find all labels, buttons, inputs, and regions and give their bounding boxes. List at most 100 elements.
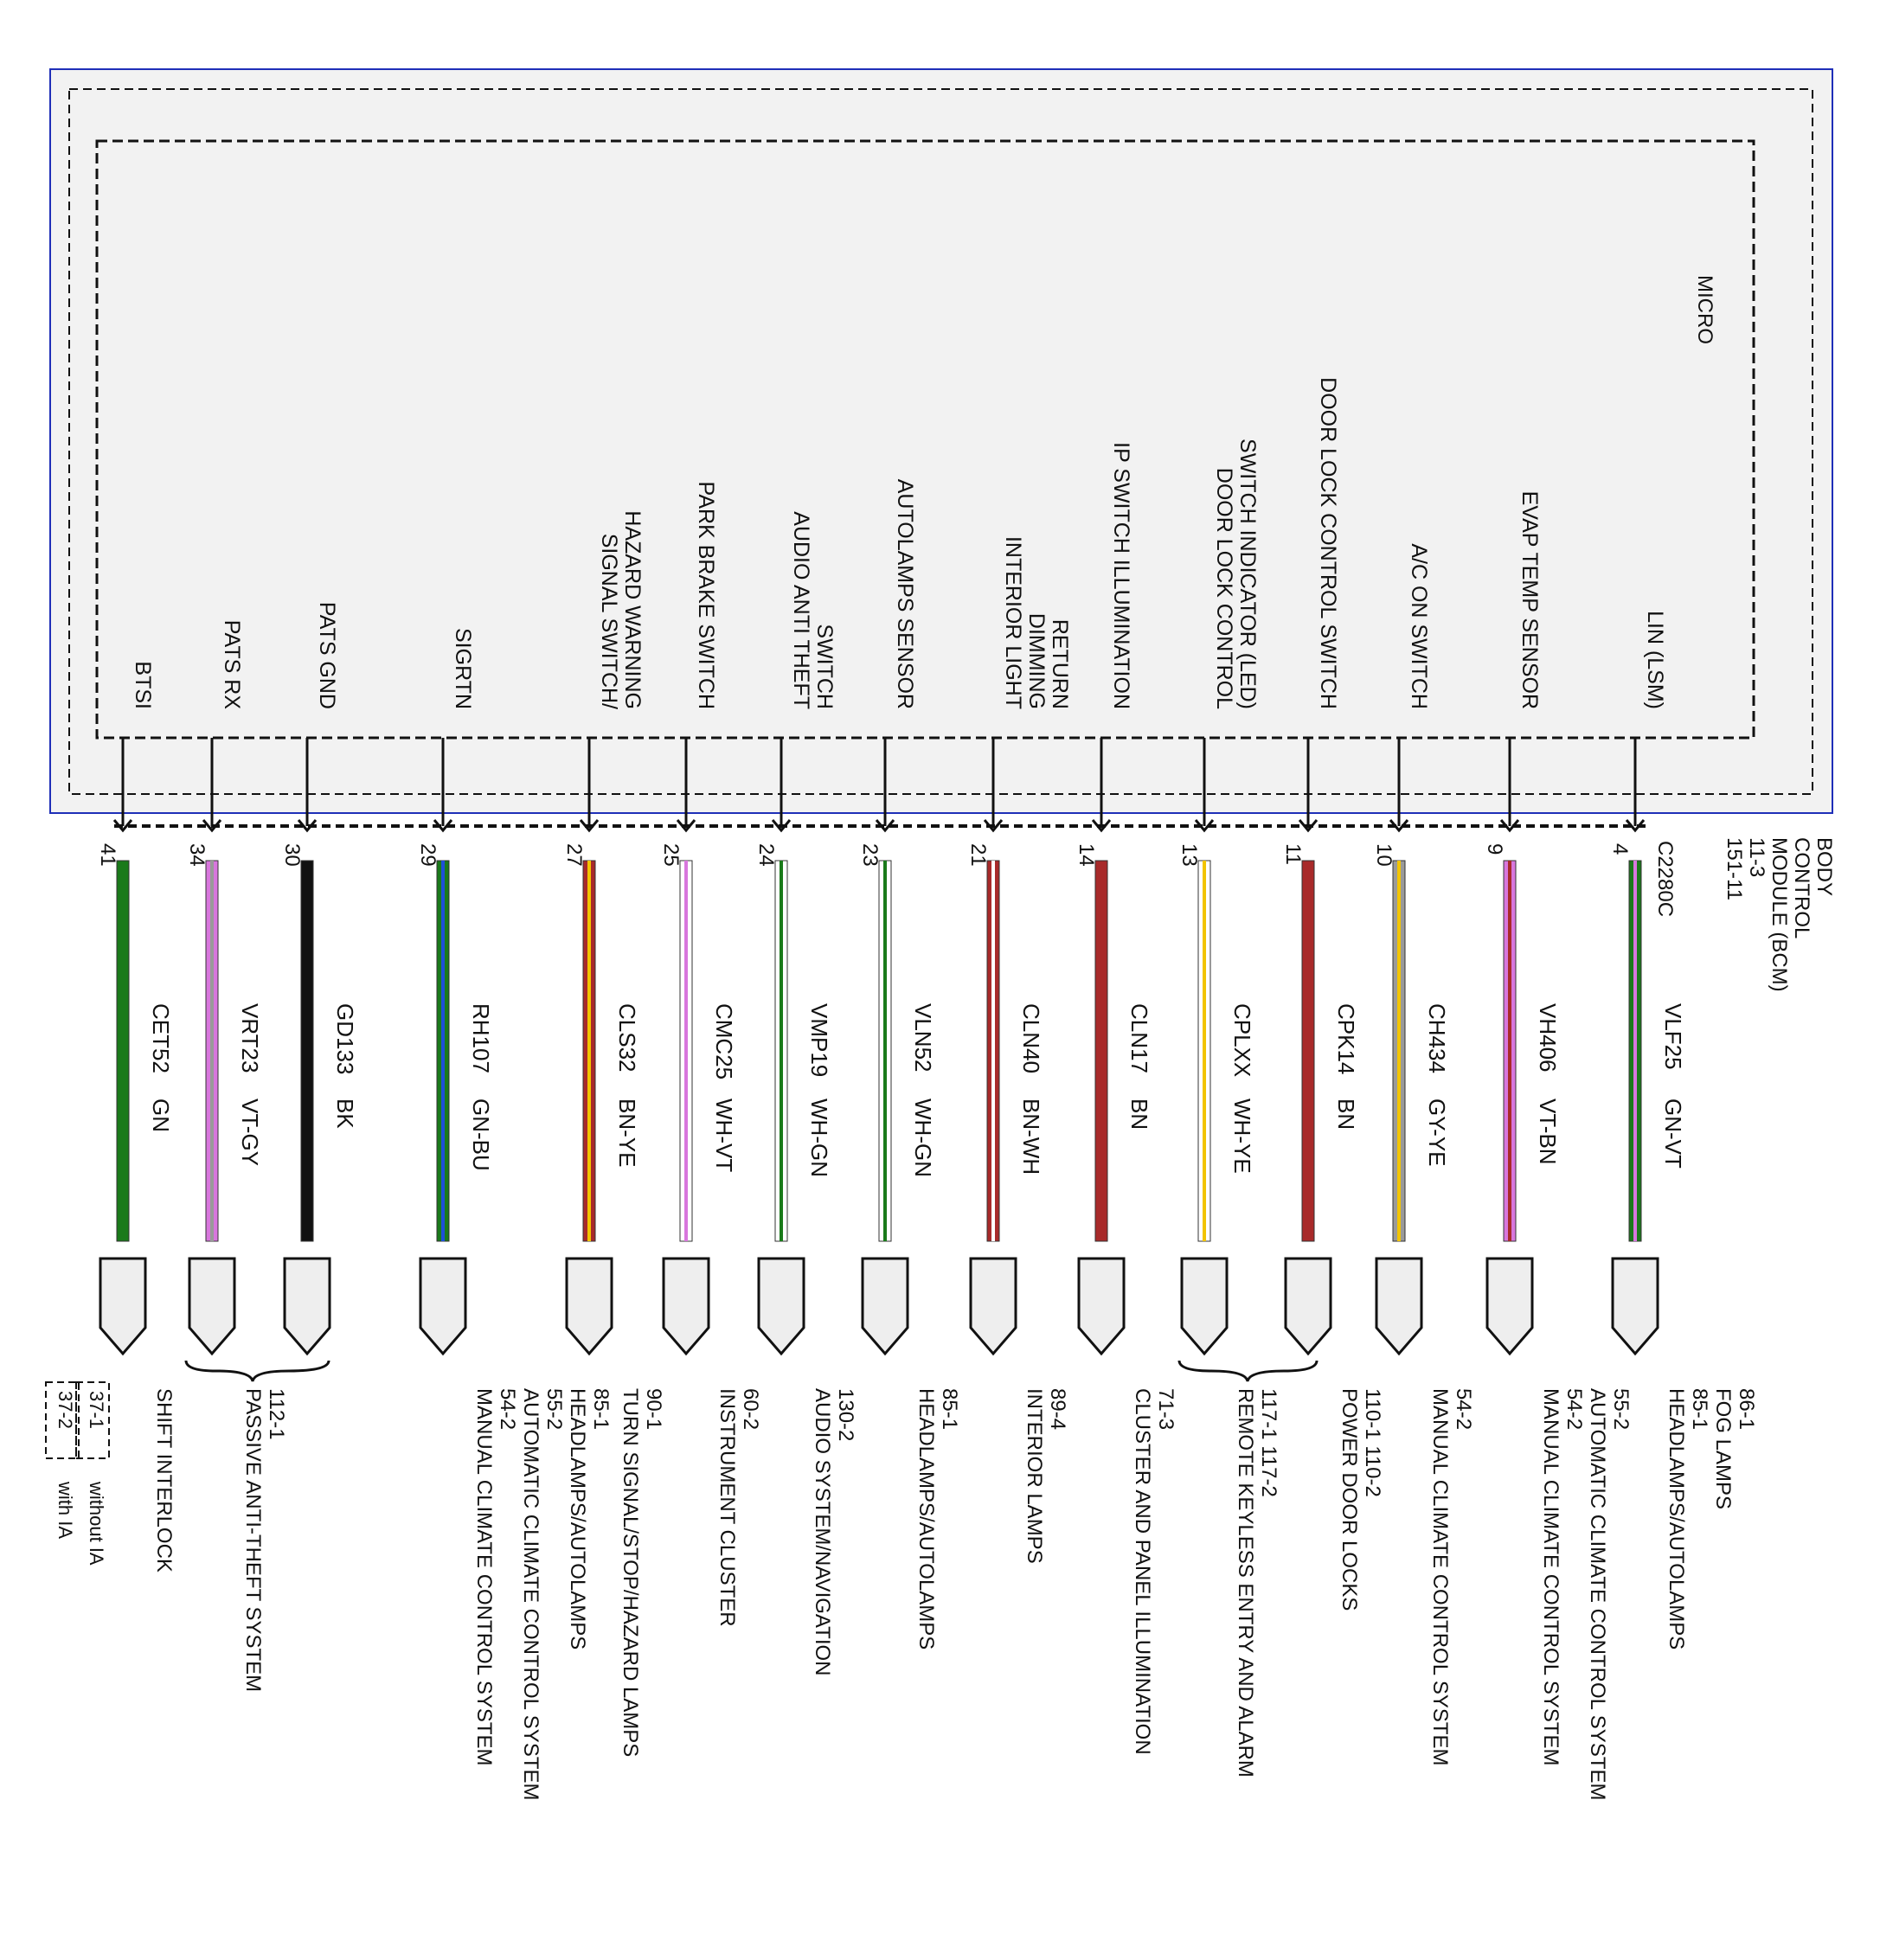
rotated-label-group: SIGNAL SWITCH/HAZARD WARNING xyxy=(597,510,645,709)
pin-chevron xyxy=(771,819,792,833)
module-title-line: MODULE (BCM) xyxy=(1768,837,1791,992)
pin-number: 25 xyxy=(659,843,683,867)
wire-stripe xyxy=(441,861,445,1241)
destination-label: AUDIO SYSTEM/NAVIGATION xyxy=(811,1388,834,1675)
pin-number: 14 xyxy=(1075,843,1098,867)
destination-label: CLUSTER AND PANEL ILLUMINATION xyxy=(1131,1388,1154,1755)
rotated-label-group: 29 xyxy=(416,843,440,867)
connector-terminal xyxy=(419,1257,467,1356)
signal-label: DOOR LOCK CONTROL xyxy=(1212,468,1236,709)
rotated-label-group: 27 xyxy=(562,843,586,867)
destination-label: 110-1 110-2 xyxy=(1361,1388,1384,1497)
wire-id: CLN17 xyxy=(1126,1003,1152,1073)
brace-doorlocks xyxy=(1177,1360,1319,1382)
micro-block xyxy=(95,139,1755,740)
wire-color-code: WH-GN xyxy=(806,1098,832,1177)
wire-id: CPLXX xyxy=(1229,1003,1255,1077)
wire-color-code: VT-BN xyxy=(1535,1098,1561,1165)
connector-terminal xyxy=(99,1257,147,1356)
pin-chevron xyxy=(1389,819,1409,833)
wire xyxy=(1094,860,1108,1242)
connector-terminal xyxy=(757,1257,805,1356)
circuit-23: AUTOLAMPS SENSOR23VLN52WH-GNHEADLAMPS/AU… xyxy=(858,479,961,1650)
pin-chevron xyxy=(112,819,133,833)
wire-color-code: GN-VT xyxy=(1660,1098,1686,1169)
module-title-line: 11-3 xyxy=(1745,837,1768,877)
pin-chevron xyxy=(433,819,453,833)
destination-label: 54-2 xyxy=(496,1388,519,1430)
destination-label: MANUAL CLIMATE CONTROL SYSTEM xyxy=(1539,1388,1562,1766)
rotated-label-group: 9 xyxy=(1483,843,1506,855)
pin-number: 9 xyxy=(1483,843,1506,855)
connector-terminal xyxy=(1485,1257,1534,1356)
destination-label: MANUAL CLIMATE CONTROL SYSTEM xyxy=(472,1388,496,1766)
signal-label: PATS GND xyxy=(315,602,339,709)
rotated-label-group: SIGRTN xyxy=(451,628,475,709)
signal-label: LIN (LSM) xyxy=(1643,611,1667,709)
rotated-label-group: 13 xyxy=(1177,843,1201,867)
rotated-label-group: PARK BRAKE SWITCH xyxy=(694,482,718,709)
pin-chevron xyxy=(1091,819,1112,833)
destination-label: FOG LAMPS xyxy=(1711,1388,1735,1509)
rotated-label-group: 21 xyxy=(966,843,990,867)
wire-stripe xyxy=(780,861,783,1241)
destination-label: INTERIOR LAMPS xyxy=(1023,1388,1046,1564)
wire-id: VMP19 xyxy=(806,1003,832,1077)
destination-label: 85-1 xyxy=(589,1388,613,1430)
destination-label: 60-2 xyxy=(739,1388,762,1430)
destination-label: AUTOMATIC CLIMATE CONTROL SYSTEM xyxy=(519,1388,542,1800)
destination-label: REMOTE KEYLESS ENTRY AND ALARM xyxy=(1234,1388,1257,1777)
wire-color-code: BN xyxy=(1126,1098,1152,1130)
wire xyxy=(1301,860,1315,1242)
pin-number: 41 xyxy=(96,843,119,867)
wire xyxy=(116,860,130,1242)
signal-label: A/C ON SWITCH xyxy=(1407,543,1431,709)
rotated-label-group: A/C ON SWITCH xyxy=(1407,543,1431,709)
connector-terminal xyxy=(1180,1257,1229,1356)
module-title: BODY CONTROL MODULE (BCM) 11-3 151-11 xyxy=(1723,837,1836,992)
wire-stripe xyxy=(1508,861,1511,1241)
signal-label: INTERIOR LIGHT xyxy=(1001,536,1025,709)
pin-number: 21 xyxy=(966,843,990,867)
pin-number: 27 xyxy=(562,843,586,867)
rotated-label-group: PATS GND xyxy=(315,602,339,709)
wire xyxy=(300,860,314,1242)
wire-stripe xyxy=(1203,861,1206,1241)
destination-label: MANUAL CLIMATE CONTROL SYSTEM xyxy=(1428,1388,1452,1766)
wire-stripe xyxy=(883,861,887,1241)
destination-label: 85-1 xyxy=(938,1388,961,1430)
rotated-label-group: 11 xyxy=(1281,843,1305,865)
rotated-label-group: IP SWITCH ILLUMINATION xyxy=(1109,442,1133,709)
pin-number: 34 xyxy=(185,843,209,867)
pin-number: 10 xyxy=(1372,843,1396,867)
destination-label: 117-1 117-2 xyxy=(1257,1388,1280,1497)
destination-label: 71-3 xyxy=(1154,1388,1177,1430)
wire-color-code: GN xyxy=(148,1098,174,1132)
rotated-label-group: 34 xyxy=(185,843,209,867)
wire-id: CLN40 xyxy=(1018,1003,1044,1073)
wire-stripe xyxy=(1633,861,1637,1241)
connector-terminal xyxy=(969,1257,1017,1356)
micro-label: MICRO xyxy=(1693,275,1716,344)
